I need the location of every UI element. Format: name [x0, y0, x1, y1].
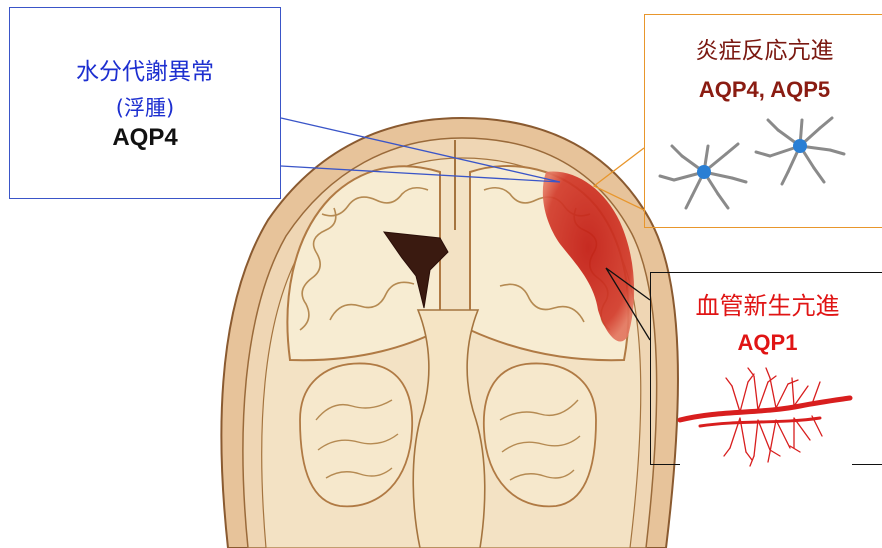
- inflammation-aqp-label: AQP4, AQP5: [645, 77, 882, 103]
- inflammation-callout: 炎症反応亢進 AQP4, AQP5: [644, 14, 882, 228]
- edema-aqp-label: AQP4: [10, 124, 280, 152]
- angiogenesis-bottom-rule-left: [650, 464, 680, 465]
- angiogenesis-callout: 血管新生亢進 AQP1: [650, 272, 882, 464]
- edema-subtitle: (浮腫): [10, 92, 280, 122]
- inflammation-title: 炎症反応亢進: [645, 31, 882, 65]
- angiogenesis-title: 血管新生亢進: [651, 286, 882, 321]
- edema-callout: 水分代謝異常 (浮腫) AQP4: [9, 7, 281, 199]
- angiogenesis-bottom-rule-right: [852, 464, 882, 465]
- angiogenesis-aqp-label: AQP1: [651, 330, 882, 356]
- edema-title: 水分代謝異常: [10, 52, 280, 86]
